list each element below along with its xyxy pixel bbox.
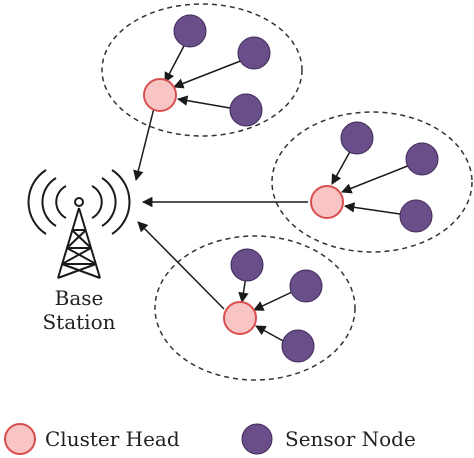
sensor-node bbox=[399, 199, 433, 233]
sensor-node bbox=[230, 248, 264, 282]
legend-cluster-head-swatch bbox=[4, 423, 36, 455]
link-sensor-to-head bbox=[255, 325, 286, 343]
legend-sensor-node-label: Sensor Node bbox=[285, 427, 416, 451]
link-head-to-base bbox=[137, 221, 225, 310]
cluster-head-node bbox=[310, 185, 344, 219]
cluster-head-node bbox=[223, 301, 257, 335]
link-sensor-to-head bbox=[173, 59, 244, 89]
link-sensor-to-head bbox=[331, 147, 353, 185]
cluster-boundary-top bbox=[101, 3, 303, 137]
link-sensor-to-head bbox=[343, 202, 401, 215]
sensor-node bbox=[237, 36, 271, 70]
sensor-node bbox=[405, 142, 439, 176]
link-sensor-to-head bbox=[253, 291, 293, 311]
base-station-label-line1: Base bbox=[55, 286, 104, 310]
cluster-head-node bbox=[143, 78, 177, 112]
sensor-node bbox=[229, 93, 263, 127]
sensor-node bbox=[289, 269, 323, 303]
cluster-boundary-right bbox=[271, 111, 473, 253]
link-sensor-to-head bbox=[176, 95, 231, 109]
link-sensor-to-head bbox=[164, 43, 186, 83]
link-head-to-base bbox=[133, 107, 155, 182]
cluster-boundary-bottom bbox=[154, 235, 356, 381]
link-sensor-to-head bbox=[341, 164, 411, 194]
radio-tower-icon bbox=[27, 169, 131, 279]
legend-cluster-head-label: Cluster Head bbox=[45, 427, 180, 451]
legend-sensor-node-swatch bbox=[241, 423, 273, 455]
sensor-node bbox=[173, 14, 207, 48]
legend: Cluster Head Sensor Node bbox=[4, 423, 416, 455]
base-station-label-line2: Station bbox=[42, 310, 115, 334]
sensor-node bbox=[281, 329, 315, 363]
sensor-node bbox=[340, 121, 374, 155]
